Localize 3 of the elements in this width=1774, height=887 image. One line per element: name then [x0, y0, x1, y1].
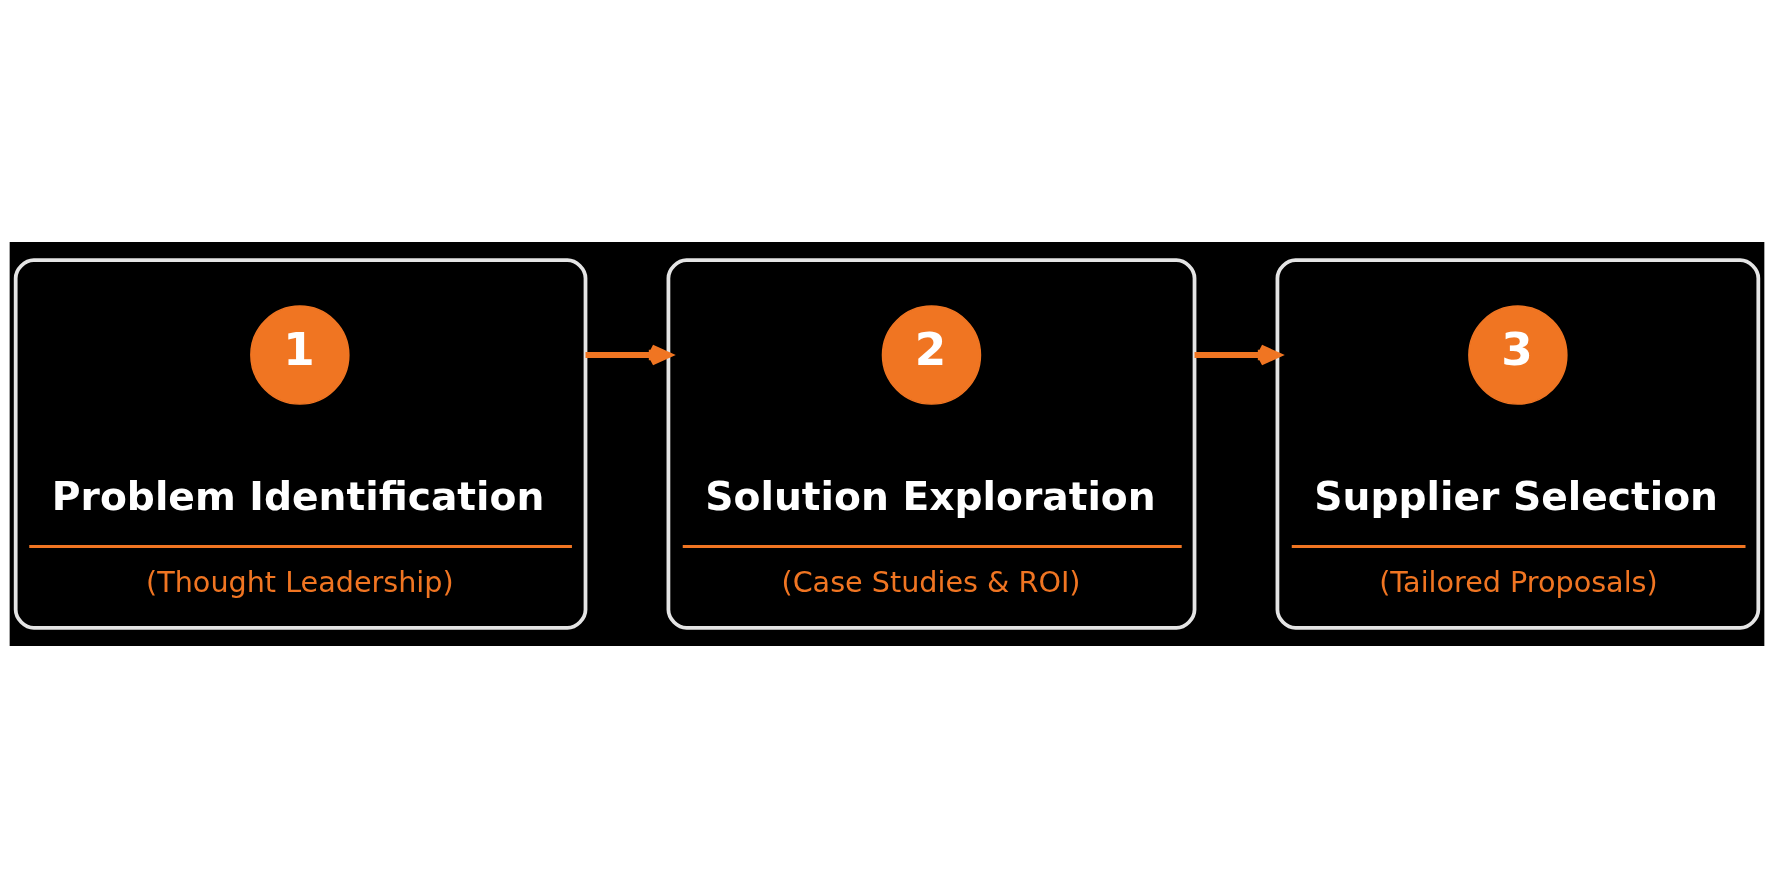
node-circle: 1	[250, 304, 350, 405]
node-circle: 2	[881, 304, 982, 405]
node-circle: 3	[1468, 304, 1568, 405]
